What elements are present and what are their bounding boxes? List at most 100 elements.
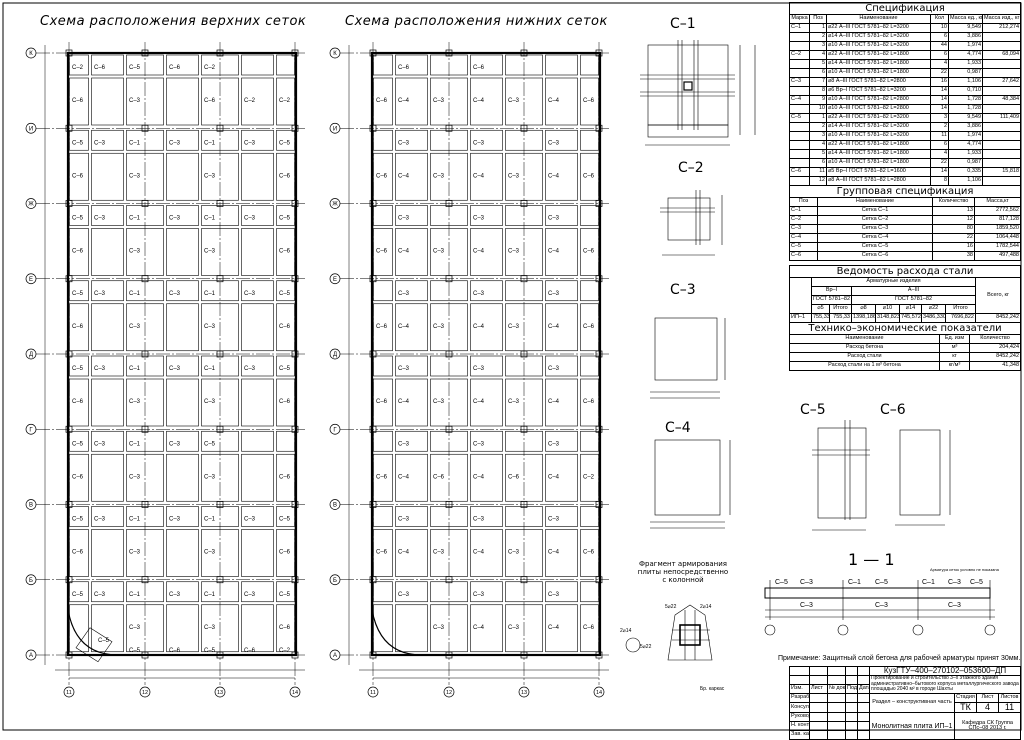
spec-cell: ⌀14 А–III ГОСТ 5781–82 L=1800 [826, 149, 931, 159]
spec-header: Масса ед., кг [948, 14, 983, 24]
mesh-label: С–3 [204, 550, 216, 556]
mesh-label: С–3 [94, 517, 106, 523]
spec-cell: 9,549 [948, 113, 983, 123]
mesh-label: С–5 [72, 291, 84, 297]
mesh-label: С–4 [548, 98, 560, 104]
mesh-cell [166, 205, 199, 226]
mesh-label: С–4 [473, 474, 485, 480]
mesh-cell [373, 54, 393, 76]
mesh-cell [241, 77, 274, 126]
group-spec-cell: 1782,544 [974, 242, 1021, 252]
group-spec-header: Масса,кг [974, 197, 1021, 207]
mesh-label: С–4 [548, 625, 560, 631]
spec-cell: ⌀22 А–III ГОСТ 5781–82 L=3200 [826, 23, 931, 33]
spec-cell: 9,549 [948, 23, 983, 33]
mesh-cell [545, 303, 578, 352]
group-spec-cell: Сетка С–6 [817, 251, 933, 261]
mesh-cell [69, 355, 89, 377]
mesh-label: С–1 [129, 291, 141, 297]
mesh-label: С–3 [169, 441, 181, 447]
mesh-cell [395, 604, 428, 653]
spec-cell: ⌀8 А–III ГОСТ 5781–82 L=2800 [826, 77, 931, 87]
grid-axis-bubble [329, 348, 341, 360]
grid-axis-label: В [333, 503, 337, 509]
mesh-label: С–4 [548, 474, 560, 480]
mesh-cell [373, 303, 393, 352]
spec-cell: 1 [809, 23, 827, 33]
steel-col-header: ⌀8 [851, 304, 876, 314]
grid-axis-label: 12 [142, 690, 148, 696]
spec-cell: 5 [809, 59, 827, 69]
mesh-label: С–3 [548, 592, 560, 598]
mesh-cell [395, 54, 428, 76]
spec-cell: 44 [930, 41, 949, 51]
slab-curved-edge [67, 609, 119, 656]
mesh-label: С–3 [508, 550, 520, 556]
steel-gost2: ГОСТ 5781–82 [851, 295, 976, 305]
mesh-label: С–4 [473, 399, 485, 405]
mesh-cell [241, 355, 274, 377]
mesh-label: С–3 [508, 249, 520, 255]
section-mesh-label: С–3 [948, 602, 961, 609]
mesh-cell [166, 152, 199, 201]
table-cell [857, 693, 870, 703]
mesh-cell [470, 529, 503, 577]
group-spec-cell: С–2 [789, 215, 818, 225]
project-name: Проектирование и строительство 3–х этажн… [868, 675, 1022, 694]
mesh-label: С–6 [279, 324, 291, 330]
mesh-label: С–6 [204, 98, 216, 104]
mesh-cell [580, 228, 599, 276]
mesh-label: С–5 [279, 216, 291, 222]
mesh-label: С–1 [129, 441, 141, 447]
table-cell [845, 693, 858, 703]
section-mesh-label: С–3 [948, 579, 961, 586]
mesh-label: С–5 [279, 517, 291, 523]
mesh-label: С–6 [398, 65, 410, 71]
mesh-cell [395, 581, 428, 603]
fragment-label: 5⌀22 [640, 644, 652, 650]
fragment-label: 5⌀22 [665, 604, 677, 610]
spec-cell: С–6 [789, 167, 810, 177]
mesh-label: С–4 [548, 249, 560, 255]
mesh-cell [166, 303, 199, 352]
mesh-cell [91, 506, 124, 527]
table-cell [809, 702, 828, 713]
table-cell [857, 702, 870, 713]
spec-cell: ⌀22 А–III ГОСТ 5781–82 L=1800 [826, 50, 931, 60]
mesh-cell [276, 228, 295, 276]
spec-cell [981, 158, 1022, 168]
spec-cell: 14 [930, 104, 949, 114]
mesh-label: С–6 [279, 474, 291, 480]
mesh-cell [470, 129, 503, 151]
spec-cell: 3,886 [948, 122, 983, 132]
spec-cell [789, 122, 810, 132]
mesh-label: С–4 [548, 550, 560, 556]
mesh-cell [470, 228, 503, 276]
grid-axis-bubble [443, 686, 455, 698]
mesh-label: С–5 [129, 65, 141, 71]
mesh-cell [91, 54, 124, 76]
mesh-label: С–3 [508, 173, 520, 179]
mesh-cell [470, 205, 503, 226]
mesh-label: С–1 [129, 592, 141, 598]
stamp-column-header: Изм. [789, 684, 810, 694]
detail-title-c1: С–1 [670, 16, 696, 32]
spec-cell: ⌀10 А–III ГОСТ 5781–82 L=2800 [826, 104, 931, 114]
mesh-label: С–3 [398, 517, 410, 523]
spec-cell: 6 [930, 50, 949, 60]
mesh-cell [545, 77, 578, 126]
mesh-label: С–6 [376, 324, 388, 330]
mesh-cell [545, 430, 578, 452]
spec-cell: 3,886 [948, 32, 983, 42]
spec-cell: 11 [809, 167, 827, 177]
mesh-label: С–3 [398, 441, 410, 447]
mesh-label: С–1 [204, 140, 216, 146]
mesh-label: С–3 [169, 216, 181, 222]
table-cell [845, 675, 858, 685]
detail-c1-drawing [640, 40, 756, 146]
spec-cell: С–1 [789, 23, 810, 33]
mesh-label: С–3 [244, 366, 256, 372]
